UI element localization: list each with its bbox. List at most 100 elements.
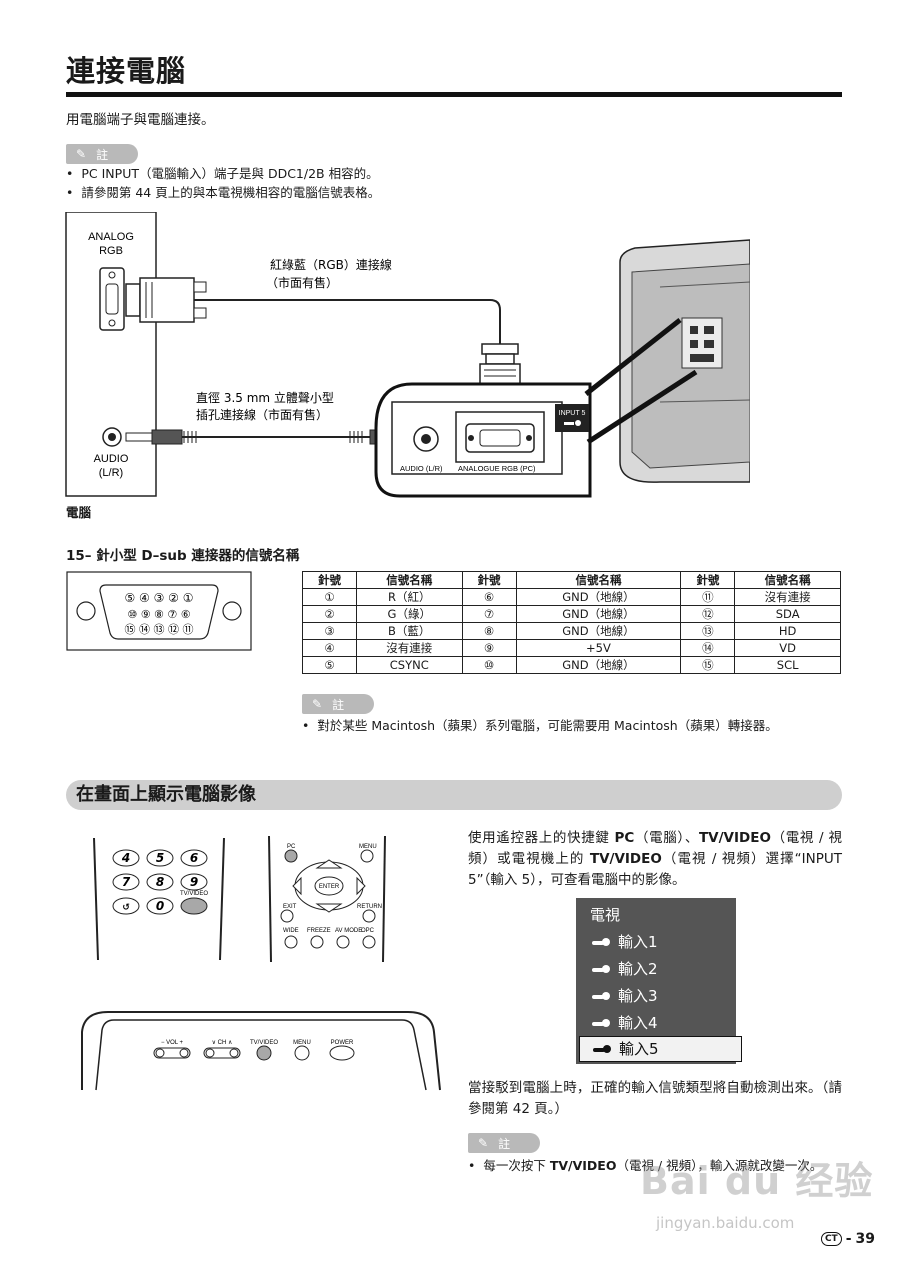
audio-cable-note: 插孔連接線（市面有售）	[196, 407, 328, 422]
svg-text:8: 8	[156, 875, 164, 889]
menu-label: MENU	[359, 844, 377, 850]
rgb-cable-note: （市面有售）	[266, 275, 338, 290]
svg-text:WIDE: WIDE	[283, 928, 299, 934]
menu-item-input3[interactable]: 輸入3	[592, 984, 658, 1008]
pin-row-2: ⑩ ⑨ ⑧ ⑦ ⑥	[127, 608, 190, 621]
baidu-watermark: Bai du 经验	[640, 1159, 874, 1203]
pin-row-3: ⑮ ⑭ ⑬ ⑫ ⑪	[125, 623, 194, 636]
input-source-menu: 電視 輸入1 輸入2 輸入3 輸入4 輸入5	[576, 898, 742, 1064]
return-button	[362, 909, 376, 923]
down-arrow-icon	[315, 903, 343, 913]
pencil-icon: ✎	[478, 1136, 489, 1150]
rgb-cable-label: 紅綠藍（RGB）連接線	[270, 257, 392, 272]
table-cell: ⑪	[680, 588, 736, 606]
input-plug-icon	[592, 1019, 610, 1027]
table-header-row: 針號 信號名稱 針號 信號名稱 針號 信號名稱	[302, 571, 841, 589]
ch-label: ∨ CH ∧	[212, 1040, 233, 1046]
svg-text:0: 0	[156, 899, 164, 913]
dsub-heading: 15– 針小型 D–sub 連接器的信號名稱	[66, 548, 300, 564]
exit-label: EXIT	[283, 904, 297, 910]
note-badge: ✎ 註	[302, 694, 374, 714]
power-button	[329, 1045, 355, 1061]
table-row: ② G（綠） ⑦ GND（地線） ⑫ SDA	[302, 605, 841, 623]
left-arrow-icon	[292, 876, 302, 896]
menu-panel-label: MENU	[293, 1040, 311, 1046]
pc-label: PC	[287, 844, 296, 850]
up-arrow-icon	[315, 859, 343, 869]
input5-label: INPUT 5	[559, 410, 586, 417]
svg-text:ENTER: ENTER	[319, 884, 340, 890]
input-plug-icon	[592, 938, 610, 946]
svg-text:OPC: OPC	[361, 928, 375, 934]
av-mode-button	[336, 935, 350, 949]
table-cell: ②	[302, 605, 357, 623]
menu-item-input4[interactable]: 輸入4	[592, 1011, 658, 1035]
key-8-button	[146, 873, 174, 891]
table-cell: GND（地線）	[515, 588, 682, 606]
section-heading: 在畫面上顯示電腦影像	[66, 780, 842, 810]
column-header: 針號	[680, 571, 736, 589]
freeze-button	[310, 935, 324, 949]
input-plug-icon	[592, 965, 610, 973]
note-item: PC INPUT（電腦輸入）端子是與 DDC1/2B 相容的。	[66, 164, 380, 183]
key-6-button	[180, 849, 208, 867]
key-7-button	[112, 873, 140, 891]
table-cell: ⑨	[461, 639, 517, 657]
table-cell: +5V	[515, 639, 682, 657]
svg-text:6: 6	[190, 851, 198, 865]
exit-button	[280, 909, 294, 923]
table-cell: HD	[734, 622, 841, 640]
table-cell: GND（地線）	[515, 605, 682, 623]
svg-text:7: 7	[122, 875, 131, 889]
power-label: POWER	[331, 1040, 354, 1046]
menu-title: 電視	[590, 906, 621, 924]
column-header: 信號名稱	[515, 571, 682, 589]
audio-cable-label: 直徑 3.5 mm 立體聲小型	[196, 390, 334, 405]
note-badge: ✎ 註	[66, 144, 138, 164]
enter-button	[314, 876, 344, 896]
key-0-button	[146, 897, 174, 915]
page-number: CT - 39	[820, 1231, 875, 1247]
dsub-connector-diagram: ⑤ ④ ③ ② ① ⑩ ⑨ ⑧ ⑦ ⑥ ⑮ ⑭ ⑬ ⑫ ⑪	[66, 571, 252, 651]
table-cell: ⑮	[680, 656, 736, 674]
key-9-button	[180, 873, 208, 891]
pencil-icon: ✎	[76, 147, 87, 161]
table-cell: SDA	[734, 605, 841, 623]
menu-item-input1[interactable]: 輸入1	[592, 930, 658, 954]
vga-plug-icon	[125, 283, 141, 317]
screw-hole-icon	[222, 601, 242, 621]
instruction-paragraph: 使用遙控器上的快捷鍵 PC（電腦）、TV/VIDEO（電視 / 視頻）或電視機上…	[468, 830, 842, 888]
table-cell: GND（地線）	[515, 622, 682, 640]
table-cell: B（藍）	[355, 622, 463, 640]
table-cell: ③	[302, 622, 357, 640]
column-header: 信號名稱	[734, 571, 841, 589]
dsub-signal-table: 針號 信號名稱 針號 信號名稱 針號 信號名稱 ① R（紅） ⑥ GND（地線）…	[302, 571, 841, 674]
key-5-button	[146, 849, 174, 867]
svg-text:4: 4	[121, 851, 130, 865]
key-4-button	[112, 849, 140, 867]
table-cell: ⑬	[680, 622, 736, 640]
note-badge: ✎ 註	[468, 1133, 540, 1153]
svg-text:AV MODE: AV MODE	[335, 928, 362, 934]
vol-label: − VOL +	[161, 1040, 184, 1046]
note-label: 註	[498, 1136, 511, 1151]
audio-label: AUDIO	[94, 453, 129, 465]
table-cell: ④	[302, 639, 357, 657]
svg-text:9: 9	[190, 875, 198, 889]
title-rule	[66, 92, 842, 97]
pencil-icon: ✎	[312, 697, 323, 711]
intro-text: 用電腦端子與電腦連接。	[66, 112, 215, 128]
svg-text:5: 5	[156, 851, 164, 865]
table-row: ⑤ CSYNC ⑩ GND（地線） ⑮ SCL	[302, 656, 841, 674]
analogue-rgb-label: ANALOGUE RGB (PC)	[458, 464, 536, 473]
vga-port-icon	[99, 267, 125, 331]
return-label: RETURN	[357, 904, 382, 910]
table-cell: R（紅）	[355, 588, 463, 606]
remote-navigation-illustration: PC MENU ENTER EXIT RETURN WIDE FREEZE AV…	[268, 835, 386, 963]
tv-video-panel-label: TV/VIDEO	[250, 1040, 278, 1046]
input-plug-icon	[593, 1045, 611, 1053]
menu-item-input5[interactable]: 輸入5	[579, 1036, 742, 1062]
watermark-url: jingyan.baidu.com	[656, 1214, 795, 1232]
menu-item-input2[interactable]: 輸入2	[592, 957, 658, 981]
table-cell: GND（地線）	[515, 656, 682, 674]
